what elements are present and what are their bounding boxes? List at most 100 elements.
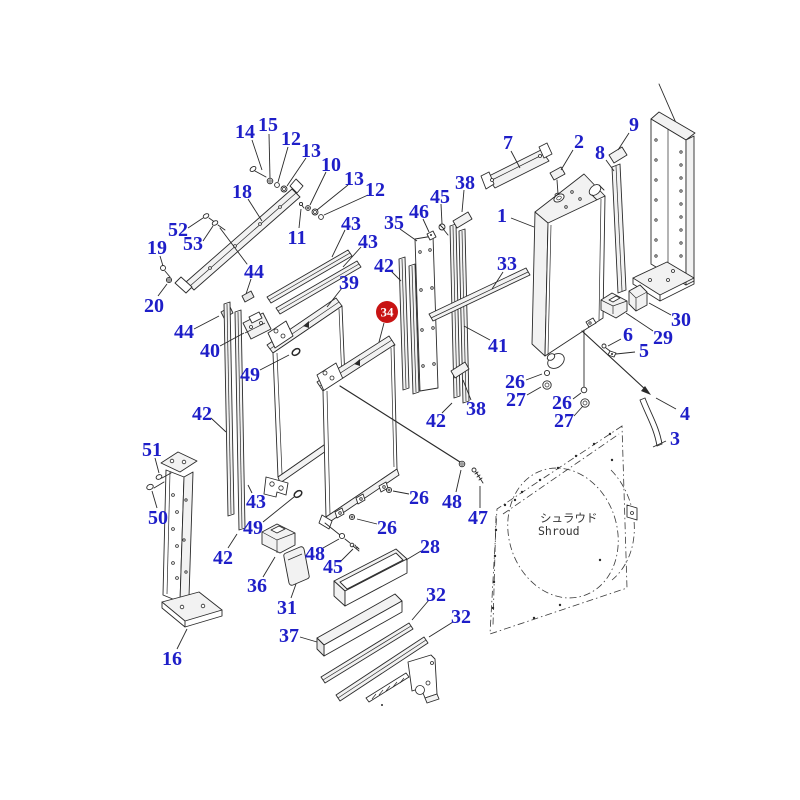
callout-leader-line xyxy=(331,229,346,258)
bar-33 xyxy=(428,267,531,322)
seal-strips-43-top xyxy=(266,249,362,315)
callout-leader-line xyxy=(227,533,238,549)
callout-leader-line xyxy=(157,283,168,297)
callout-leader-line xyxy=(193,315,220,330)
part-number-callout: 5 xyxy=(639,340,649,362)
callout-leader-line xyxy=(428,621,454,638)
part-number-callout: 43 xyxy=(246,491,266,513)
part-number-callout: 12 xyxy=(281,128,301,150)
part-number-callout: 51 xyxy=(142,439,162,461)
callout-leader-line xyxy=(202,225,214,242)
callout-leader-line xyxy=(573,405,584,417)
part-number-callout: 29 xyxy=(653,327,673,349)
part-number-callout: 42 xyxy=(213,547,233,569)
part-number-callout: 14 xyxy=(235,121,255,143)
o-ring-49b xyxy=(293,489,303,499)
part-number-callout: 20 xyxy=(144,295,164,317)
part-number-callout: 46 xyxy=(409,201,429,223)
cushion-blocks-29-30 xyxy=(600,284,648,319)
part-number-callout: 38 xyxy=(455,172,475,194)
screw-52-53 xyxy=(202,213,248,265)
part-number-callout: 26 xyxy=(409,487,429,509)
highlight-part-number: 34 xyxy=(381,305,395,320)
part-number-callout: 42 xyxy=(192,403,212,425)
plate-35-group xyxy=(414,211,473,392)
part-number-callout: 27 xyxy=(554,410,574,432)
part-number-callout: 10 xyxy=(321,154,341,176)
part-number-callout: 52 xyxy=(168,219,188,241)
part-number-callout: 13 xyxy=(301,140,321,162)
part-number-callout: 3 xyxy=(670,428,680,450)
o-ring-49a xyxy=(291,347,301,357)
screw-washer-set-top xyxy=(249,166,324,220)
callout-leader-line xyxy=(461,189,465,213)
bolt-19-washer-20 xyxy=(160,265,173,284)
callout-leader-line xyxy=(309,171,327,206)
part-number-callout: 36 xyxy=(247,575,267,597)
part-number-callout: 39 xyxy=(339,272,359,294)
callout-leader-line xyxy=(262,556,276,578)
upper-brace-assembly xyxy=(160,166,324,294)
part-number-callout: 32 xyxy=(451,606,471,628)
radiator-assembly-1 xyxy=(480,142,663,447)
callout-leader-line xyxy=(491,271,504,290)
part-number-callout: 7 xyxy=(503,132,513,154)
callout-leader-line xyxy=(356,518,378,525)
left-side-member-16 xyxy=(146,451,223,628)
callout-leader-line xyxy=(187,217,204,229)
callout-leader-line xyxy=(560,149,574,171)
callout-leader-line xyxy=(245,278,252,295)
callout-leader-line xyxy=(526,386,542,396)
part-number-callout: 42 xyxy=(426,410,446,432)
part-number-callout: 48 xyxy=(442,491,462,513)
part-number-callout: 49 xyxy=(240,364,260,386)
callout-leader-line xyxy=(323,194,369,216)
lower-mount-group xyxy=(261,460,484,706)
callout-leader-line xyxy=(290,583,297,599)
part-number-callout: 16 xyxy=(162,648,182,670)
part-number-callout: 43 xyxy=(341,213,361,235)
callout-leader-line xyxy=(298,208,302,229)
callout-leader-line xyxy=(154,457,160,474)
callout-leader-line xyxy=(340,548,354,562)
part-number-callout: 48 xyxy=(305,543,325,565)
part-number-callout: 37 xyxy=(279,625,299,647)
part-number-callout: 15 xyxy=(258,114,278,136)
callout-leader-line xyxy=(510,150,521,169)
part-number-callout: 35 xyxy=(384,212,404,234)
part-number-callout: 9 xyxy=(629,114,639,136)
callout-leader-line xyxy=(392,490,410,495)
callout-leader-line xyxy=(151,490,158,509)
callout-leader-line xyxy=(625,312,654,332)
part-number-callout: 6 xyxy=(623,324,633,346)
callout-leader-line xyxy=(655,397,677,410)
callout-leader-line xyxy=(399,228,418,242)
callout-leader-line xyxy=(605,159,615,172)
right-side-member xyxy=(632,83,696,302)
part-number-callout: 8 xyxy=(595,142,605,164)
callout-leader-line xyxy=(219,332,245,347)
callout-leader-line xyxy=(510,217,535,228)
callout-leader-line xyxy=(422,218,430,233)
part-number-callout: 45 xyxy=(430,186,450,208)
highlight-34: 34 xyxy=(376,301,398,343)
callout-leader-line xyxy=(441,402,453,414)
callout-leader-line xyxy=(247,484,253,494)
callout-leader-line xyxy=(247,198,263,222)
callout-leader-line xyxy=(572,392,582,400)
callout-leader-line xyxy=(268,133,271,179)
callout-leader-line xyxy=(615,351,636,355)
part-number-callout: 49 xyxy=(243,517,263,539)
part-number-callout: 26 xyxy=(505,371,525,393)
part-number-callout: 11 xyxy=(288,227,307,249)
part-number-callout: 50 xyxy=(148,507,168,529)
part-number-callout: 44 xyxy=(244,261,264,283)
callout-leader-line xyxy=(648,302,672,316)
part-number-callout: 41 xyxy=(488,335,508,357)
callout-leader-line xyxy=(390,270,402,282)
shroud-label-jp: シュラウド xyxy=(540,511,598,525)
part-number-callout: 2 xyxy=(574,131,584,153)
callout-leader-line xyxy=(210,417,227,433)
